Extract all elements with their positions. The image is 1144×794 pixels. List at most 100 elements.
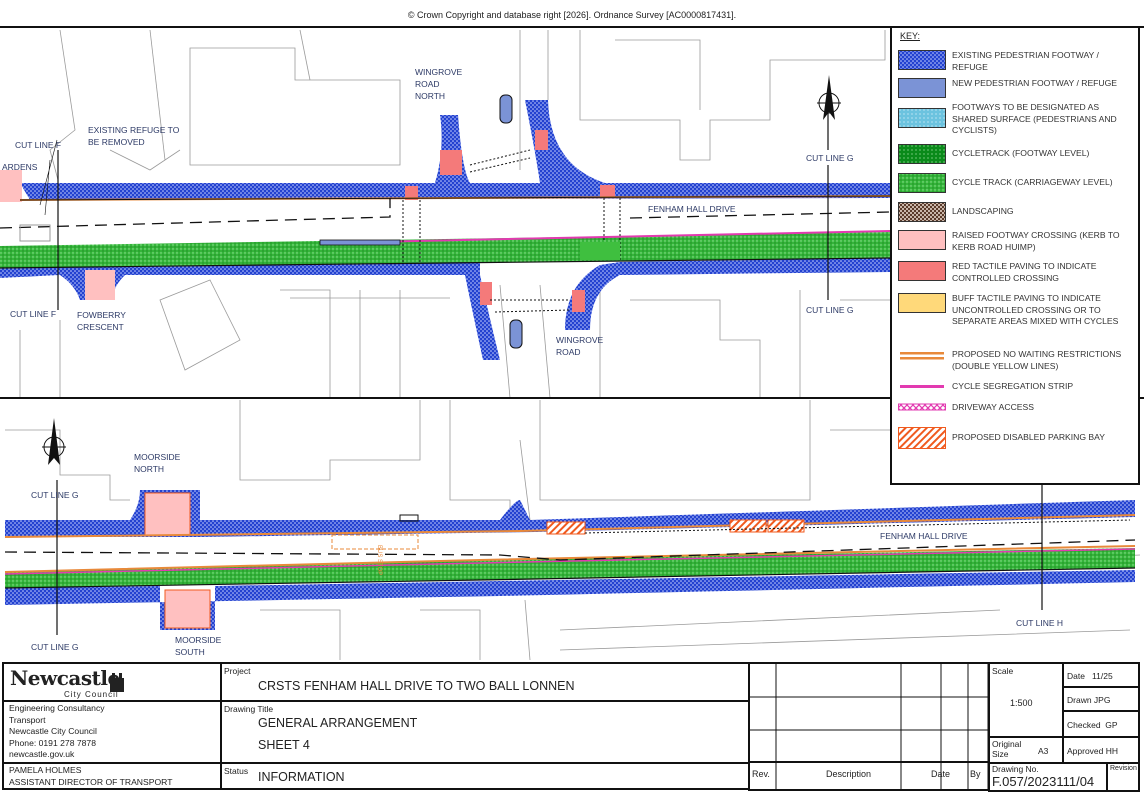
swatch-landscaping (898, 202, 946, 222)
swatch-raised-crossing (898, 230, 946, 250)
label-gardens: ARDENS (2, 162, 38, 172)
label-wingrove-road: WINGROVE (556, 335, 604, 345)
approved-value: Approved HH (1067, 746, 1119, 756)
key-item-new-footway: NEW PEDESTRIAN FOOTWAY / REFUGE (898, 78, 1136, 98)
checked-cell: Checked GP (1062, 710, 1140, 738)
label-existing-refuge: EXISTING REFUGE TO (88, 125, 180, 135)
org-phone: Phone: 0191 278 7878 (9, 737, 96, 748)
fenham-hall-drive-top (0, 94, 891, 360)
label-cut-line-g-left-bottom: CUT LINE G (31, 642, 79, 652)
key-item-landscaping: LANDSCAPING (898, 202, 1136, 222)
swatch-segregation-strip (900, 385, 944, 388)
label-cut-line-g-bottom: CUT LINE G (806, 305, 854, 315)
north-arrow-icon (817, 75, 841, 120)
checked-value: Checked GP (1067, 720, 1118, 730)
org-cell: Engineering Consultancy Transport Newcas… (2, 700, 222, 764)
description-header: Description (826, 769, 872, 779)
swatch-new-footway (898, 78, 946, 98)
drawing-number-cell: Drawing No. F.057/2023111/04 (988, 762, 1108, 792)
drawing-title-cell: Drawing Title GENERAL ARRANGEMENT SHEET … (220, 700, 750, 764)
status-label: Status (224, 766, 249, 776)
org-line: Engineering Consultancy (9, 703, 105, 713)
label-cut-line-g-top: CUT LINE G (806, 153, 854, 163)
drawing-number: F.057/2023111/04 (992, 774, 1095, 789)
key-item-cycletrack-footway: CYCLETRACK (FOOTWAY LEVEL) (898, 144, 1136, 164)
castle-crest-icon (110, 673, 124, 692)
newcastle-logo: Newcastle (10, 666, 120, 690)
key-label: PROPOSED DISABLED PARKING BAY (952, 432, 1105, 442)
org-line: Newcastle City Council (9, 726, 97, 736)
director-cell: PAMELA HOLMES ASSISTANT DIRECTOR OF TRAN… (2, 762, 222, 790)
org-line: Transport (9, 714, 46, 725)
key-item-disabled-bay: PROPOSED DISABLED PARKING BAY (898, 427, 1136, 449)
label-fenham-hall-drive-top: FENHAM HALL DRIVE (648, 204, 736, 214)
label-moorside-north: MOORSIDE (134, 452, 181, 462)
project-name: CRSTS FENHAM HALL DRIVE TO TWO BALL LONN… (258, 679, 575, 693)
scale-label: Scale (992, 666, 1014, 676)
key-label: CYCLETRACK (FOOTWAY LEVEL) (952, 148, 1090, 158)
label-wingrove-road-north: WINGROVE (415, 67, 463, 77)
revision-cell: Revision (1106, 762, 1140, 792)
map-key: KEY: EXISTING PEDESTRIAN FOOTWAY / REFUG… (890, 28, 1140, 485)
project-cell: Project CRSTS FENHAM HALL DRIVE TO TWO B… (220, 662, 750, 702)
key-item-buff-tactile: BUFF TACTILE PAVING TO INDICATE UNCONTRO… (898, 293, 1136, 328)
project-label: Project (224, 666, 251, 676)
label-cut-line-g-left-top: CUT LINE G (31, 490, 79, 500)
original-size-cell: Original Size A3 (988, 736, 1064, 764)
label-cut-line-f-bottom: CUT LINE F (10, 309, 56, 319)
original-size-label: Original Size (992, 739, 1022, 759)
key-label: LANDSCAPING (952, 206, 1014, 216)
key-item-no-waiting: PROPOSED NO WAITING RESTRICTIONS (DOUBLE… (898, 349, 1136, 372)
drawing-number-label: Drawing No. (992, 764, 1039, 774)
scale-value: 1:500 (1010, 698, 1033, 708)
key-item-driveway-access: DRIVEWAY ACCESS (898, 402, 1136, 414)
label-moorside-north-2: NORTH (134, 464, 164, 474)
label-moorside-south: MOORSIDE (175, 635, 222, 645)
copyright-notice: © Crown Copyright and database right [20… (0, 0, 1144, 28)
key-label: BUFF TACTILE PAVING TO INDICATE UNCONTRO… (952, 293, 1119, 326)
label-fowberry-crescent-2: CRESCENT (77, 322, 124, 332)
scale-cell: Scale 1:500 (988, 662, 1064, 738)
label-wingrove-road-north-3: NORTH (415, 91, 445, 101)
logo-cell: Newcastle City Council (2, 662, 222, 702)
key-title: KEY: (900, 31, 921, 41)
key-label: CYCLE TRACK (CARRIAGEWAY LEVEL) (952, 177, 1113, 187)
swatch-driveway-access (898, 403, 946, 411)
fenham-hall-drive-bottom (4, 480, 1136, 635)
north-arrow-icon (42, 418, 66, 465)
key-label: EXISTING PEDESTRIAN FOOTWAY / REFUGE (952, 50, 1099, 72)
original-size-value: A3 (1038, 746, 1049, 756)
label-bus-stop: BUS STOP (376, 545, 382, 575)
status-value: INFORMATION (258, 770, 345, 784)
director-title: ASSISTANT DIRECTOR OF TRANSPORT (9, 776, 173, 787)
label-fowberry-crescent: FOWBERRY (77, 310, 126, 320)
date-header: Date (931, 769, 951, 779)
org-website: newcastle.gov.uk (9, 749, 75, 759)
approved-cell: Approved HH (1062, 736, 1140, 764)
key-label: FOOTWAYS TO BE DESIGNATED AS SHARED SURF… (952, 102, 1117, 135)
swatch-cycletrack-footway (898, 144, 946, 164)
key-item-existing-footway: EXISTING PEDESTRIAN FOOTWAY / REFUGE (898, 50, 1136, 73)
swatch-disabled-parking-bay (898, 427, 946, 449)
swatch-red-tactile (898, 261, 946, 281)
swatch-double-yellow-lines (900, 352, 944, 360)
key-label: RED TACTILE PAVING TO INDICATE CONTROLLE… (952, 261, 1097, 283)
rev-header: Rev. (752, 769, 770, 779)
drawing-title: GENERAL ARRANGEMENT (258, 716, 418, 730)
drawn-value: Drawn JPG (1067, 695, 1111, 705)
date-value: Date 11/25 (1067, 671, 1113, 681)
label-existing-refuge-2: BE REMOVED (88, 137, 145, 147)
key-item-cycletrack-carriageway: CYCLE TRACK (CARRIAGEWAY LEVEL) (898, 173, 1136, 193)
key-label: CYCLE SEGREGATION STRIP (952, 381, 1074, 391)
key-label: RAISED FOOTWAY CROSSING (KERB TO KERB RO… (952, 230, 1120, 252)
drawn-cell: Drawn JPG (1062, 686, 1140, 712)
drawing-title-label: Drawing Title (224, 704, 274, 714)
key-item-segregation-strip: CYCLE SEGREGATION STRIP (898, 381, 1136, 393)
label-wingrove-road-2: ROAD (556, 347, 581, 357)
title-block: Newcastle City Council Engineering Consu… (0, 662, 1144, 794)
swatch-buff-tactile (898, 293, 946, 313)
date-cell: Date 11/25 (1062, 662, 1140, 688)
key-item-shared-surface: FOOTWAYS TO BE DESIGNATED AS SHARED SURF… (898, 102, 1136, 137)
key-label: PROPOSED NO WAITING RESTRICTIONS (DOUBLE… (952, 349, 1122, 371)
drawing-sheet: SHEET 4 (258, 738, 310, 752)
